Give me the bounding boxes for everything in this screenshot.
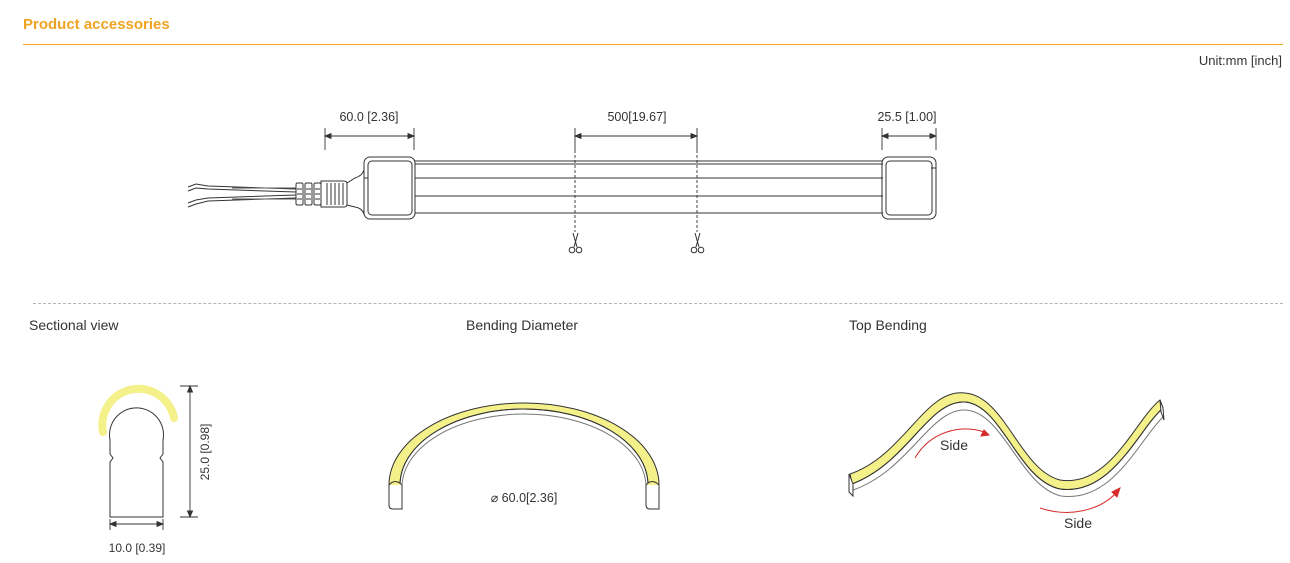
dim-label-width: 10.0 [0.39] [109,541,166,555]
end-cap-left [363,156,416,220]
cut-lines [574,150,698,232]
strip-top-view [187,156,937,220]
side-arrow-icon [914,428,991,459]
label-sectional-view: Sectional view [29,317,119,333]
label-top-bending: Top Bending [849,317,927,333]
unit-label: Unit:mm [inch] [1198,53,1282,68]
wire-leads [187,183,297,208]
dim-label-height: 25.0 [0.98] [198,424,212,481]
dimension-end-cap-right [880,128,938,150]
bending-arc [388,402,660,510]
side-label-2: Side [1064,515,1092,531]
scissors-icon [690,232,705,254]
strip-body [415,160,883,214]
dim-label-cut-unit: 500[19.67] [607,110,666,124]
sectional-profile [98,384,178,518]
connector-plug [295,169,365,215]
section-divider [33,303,1283,304]
end-cap-right [881,156,937,220]
dimension-end-cap-left [323,128,416,150]
dimension-width [108,519,165,530]
scissors-icon [568,232,583,254]
dimension-height [180,384,198,519]
bending-diameter-label: ⌀ 60.0[2.36] [491,491,558,505]
side-label-1: Side [940,437,968,453]
label-bending-diameter: Bending Diameter [466,317,579,333]
top-bending-strip [848,392,1165,498]
dimension-cut-unit [573,128,699,150]
dim-label-end-cap-right: 25.5 [1.00] [877,110,936,124]
side-arrow-icon [1039,487,1121,513]
header-rule [23,44,1283,45]
dim-label-end-cap-left: 60.0 [2.36] [339,110,398,124]
section-title-product-accessories: Product accessories [23,16,170,33]
